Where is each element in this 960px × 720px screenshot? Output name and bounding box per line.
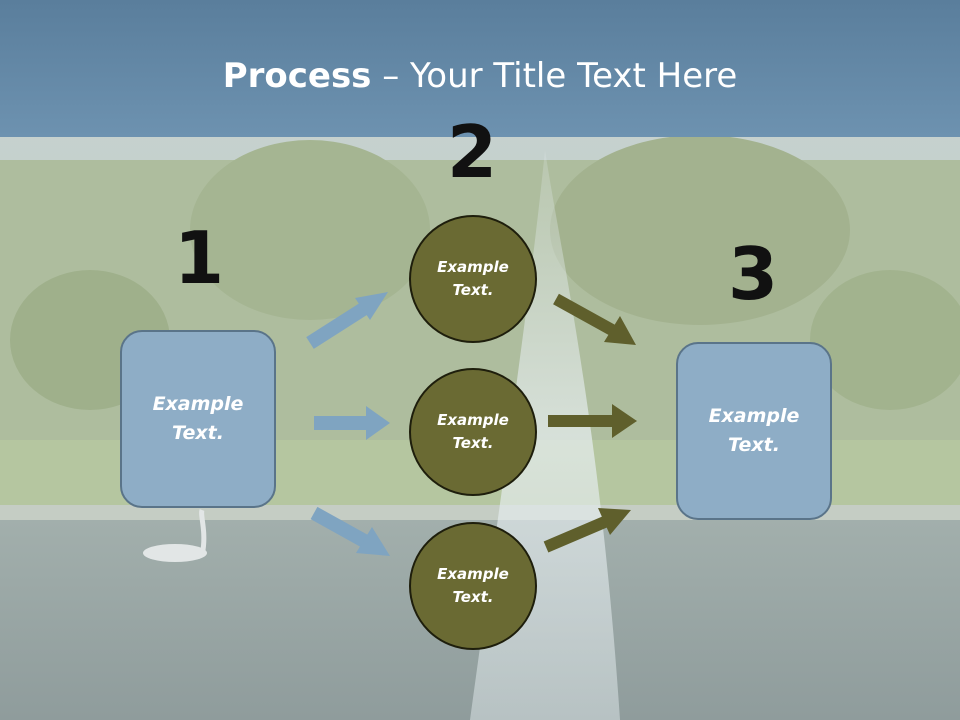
arrow-top-to-right	[553, 293, 636, 345]
title-bar	[0, 0, 960, 137]
left-box: Example Text.	[120, 330, 276, 508]
step-number-3: 3	[727, 232, 779, 316]
arrow-left-to-top	[306, 292, 388, 349]
title-bold: Process	[222, 56, 372, 96]
circle-middle: Example Text.	[409, 368, 537, 496]
right-box: Example Text.	[676, 342, 832, 520]
circle-bottom-label: Example Text.	[437, 565, 509, 606]
arrow-bottom-to-right	[543, 508, 631, 553]
arrow-middle-to-right	[548, 404, 637, 438]
circle-middle-label: Example Text.	[437, 411, 509, 452]
right-box-label: Example Text.	[708, 405, 800, 456]
step-number-1: 1	[173, 216, 225, 300]
arrow-left-to-middle	[314, 406, 390, 440]
circle-bottom: Example Text.	[409, 522, 537, 650]
circle-top: Example Text.	[409, 215, 537, 343]
left-box-label: Example Text.	[152, 393, 244, 444]
circle-top-label: Example Text.	[437, 258, 509, 299]
page-title: Process – Your Title Text Here	[0, 54, 960, 98]
step-number-2: 2	[446, 110, 498, 194]
title-rest: – Your Title Text Here	[371, 56, 738, 96]
arrow-left-to-bottom	[310, 506, 390, 556]
